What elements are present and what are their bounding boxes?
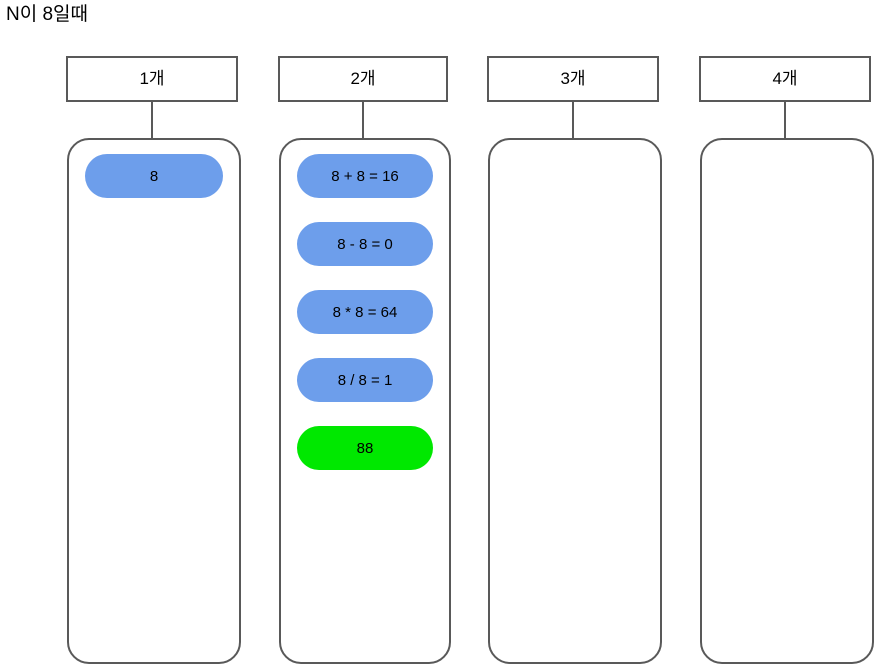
column-header-label: 3개 [560, 69, 586, 88]
expression-pill[interactable]: 8 + 8 = 16 [297, 154, 433, 198]
diagram-canvas: N이 8일때 1개 8 2개 8 + 8 = 16 8 - 8 = 0 8 * 8 = 6… [6, 4, 874, 664]
page-title: N이 8일때 [6, 4, 89, 25]
column-body-2[interactable]: 8 + 8 = 16 8 - 8 = 0 8 * 8 = 64 8 / 8 = 1 88 [279, 138, 451, 664]
column-header-label: 4개 [772, 69, 798, 88]
expression-pill[interactable]: 8 / 8 = 1 [297, 358, 433, 402]
column-header-1[interactable]: 1개 [66, 56, 238, 102]
expression-pill[interactable]: 8 [85, 154, 223, 198]
column-header-label: 1개 [139, 69, 165, 88]
column-body-1[interactable]: 8 [67, 138, 241, 664]
column-header-2[interactable]: 2개 [278, 56, 448, 102]
connector-line-2 [362, 102, 364, 138]
expression-pill[interactable]: 8 - 8 = 0 [297, 222, 433, 266]
connector-line-1 [151, 102, 153, 138]
expression-pill[interactable]: 88 [297, 426, 433, 470]
column-header-3[interactable]: 3개 [487, 56, 659, 102]
connector-line-4 [784, 102, 786, 138]
column-header-4[interactable]: 4개 [699, 56, 871, 102]
column-header-label: 2개 [350, 69, 376, 88]
column-body-4[interactable] [700, 138, 874, 664]
column-body-3[interactable] [488, 138, 662, 664]
expression-pill[interactable]: 8 * 8 = 64 [297, 290, 433, 334]
connector-line-3 [572, 102, 574, 138]
